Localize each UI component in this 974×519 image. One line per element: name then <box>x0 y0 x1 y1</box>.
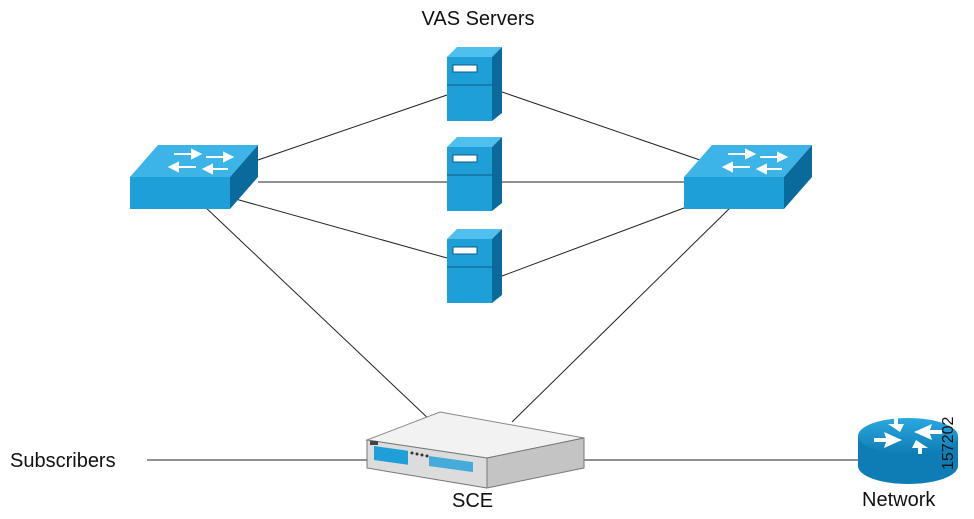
server-icon <box>447 137 502 211</box>
sce-label: SCE <box>452 490 494 512</box>
link-switch-left-sce <box>202 204 433 423</box>
link-server-3-switch-right <box>501 204 693 277</box>
server-icon <box>447 229 502 303</box>
network-label: Network <box>862 489 936 511</box>
link-switch-left-server-3 <box>231 197 448 259</box>
router-icon <box>858 418 958 484</box>
figure-id-label: 157202 <box>940 416 957 470</box>
link-server-1-switch-right <box>501 91 701 161</box>
subscribers-label: Subscribers <box>10 450 116 472</box>
switch-icon <box>684 145 812 209</box>
switch-icon <box>130 145 258 209</box>
link-switch-left-server-1 <box>257 94 448 161</box>
sce-platform-icon <box>365 411 585 489</box>
link-switch-right-sce <box>511 204 734 423</box>
connection-lines <box>147 91 858 461</box>
server-icon <box>447 47 502 121</box>
vas-servers-title: VAS Servers <box>421 8 535 30</box>
